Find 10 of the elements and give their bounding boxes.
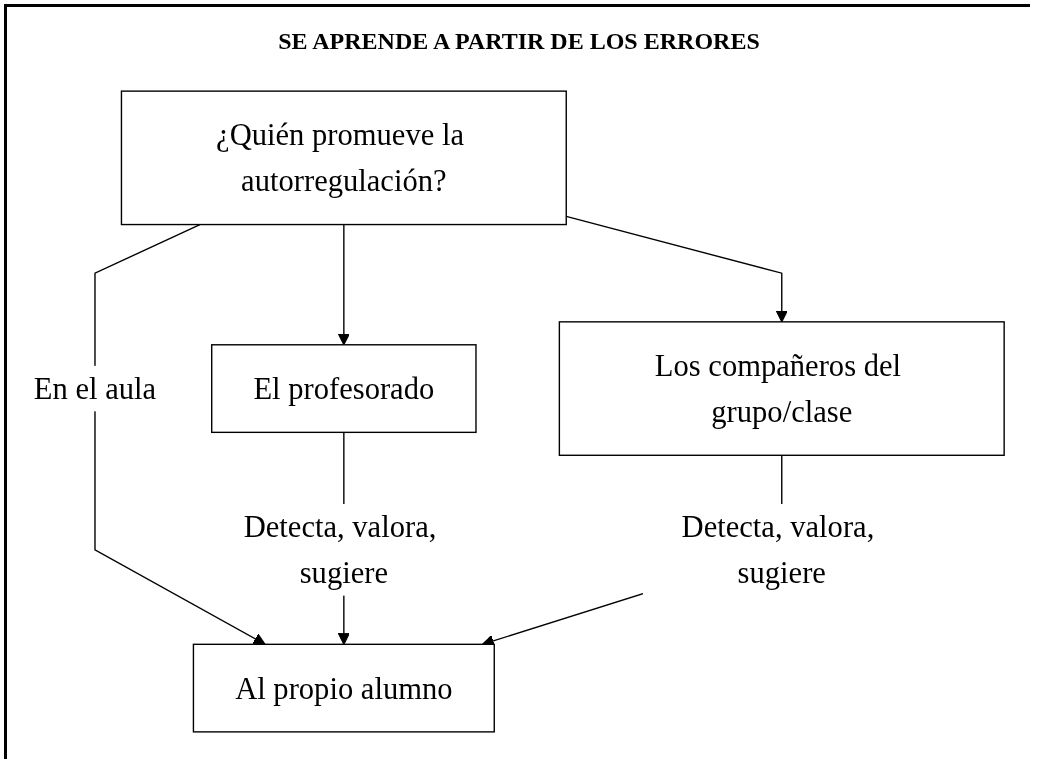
- node-box: El profesorado: [211, 344, 477, 434]
- diagram-title: SE APRENDE A PARTIR DE LOS ERRORES: [278, 28, 760, 54]
- edge-label: Detecta, valora, sugiere: [681, 509, 875, 591]
- node-box: ¿Quién promueve la autorregulación?: [120, 90, 567, 226]
- arrow: [337, 223, 350, 346]
- node-box: Los compañeros del grupo/clase: [558, 321, 1005, 456]
- edge-label: En el aula: [33, 371, 157, 406]
- arrow: [94, 223, 266, 645]
- edge-label: Detecta, valora, sugiere: [243, 509, 437, 591]
- node-box: Al propio alumno: [192, 643, 495, 733]
